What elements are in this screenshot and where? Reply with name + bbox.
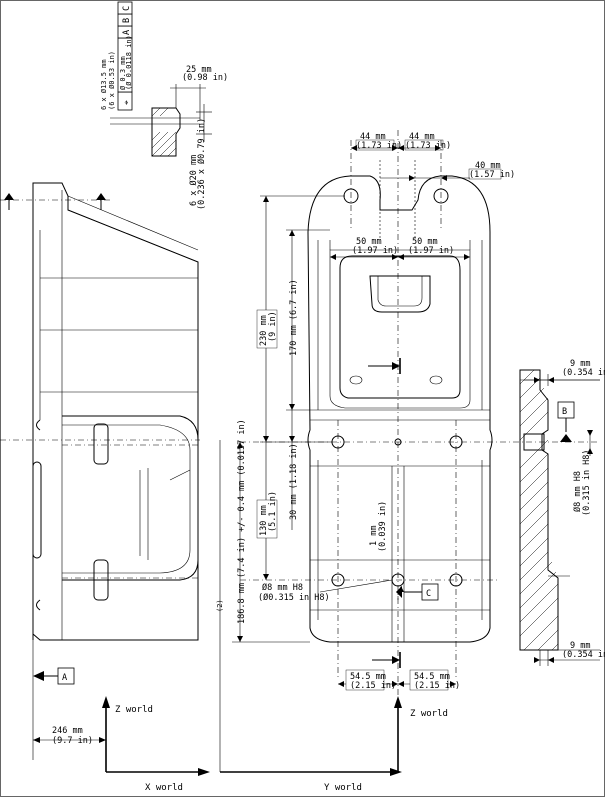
svg-text:6 x Ø20 mm: 6 x Ø20 mm bbox=[188, 155, 199, 206]
svg-text:C: C bbox=[426, 589, 431, 599]
svg-text:30 mm (1.18 in): 30 mm (1.18 in) bbox=[289, 443, 299, 520]
dim-230: 230 mm (9 in) bbox=[256, 309, 278, 349]
dim-545-left-mm: 54.5 mm bbox=[350, 672, 386, 682]
side-pin-dim: Ø8 mm H8 (0.315 in H8) bbox=[572, 449, 592, 516]
svg-text:(9 in): (9 in) bbox=[268, 311, 278, 342]
fcf-datum-c: C bbox=[122, 6, 132, 11]
side-bot-in: (0.354 in) bbox=[562, 650, 605, 660]
axis-y-right: Y world bbox=[324, 783, 362, 793]
pin-dia-in: (Ø0.315 in H8) bbox=[258, 592, 330, 603]
dim-1: 1 mm (0.039 in) bbox=[369, 501, 388, 552]
front-view: 44 mm (1.73 in) 44 mm (1.73 in) 40 mm (1… bbox=[219, 130, 515, 772]
dim-50-left-mm: 50 mm bbox=[356, 237, 382, 247]
dim-545-left-in: (2.15 in) bbox=[350, 681, 396, 691]
dim-44-right-mm: 44 mm bbox=[409, 132, 435, 142]
fcf-datum-b: B bbox=[122, 18, 132, 23]
svg-text:Ø8 mm H8: Ø8 mm H8 bbox=[572, 471, 583, 512]
left-axes: Z world X world bbox=[102, 696, 210, 793]
fcf-datum-a: A bbox=[122, 30, 132, 35]
side-bot-mm: 9 mm bbox=[570, 641, 590, 651]
dim-30: 30 mm (1.18 in) bbox=[289, 443, 299, 520]
bottom-dims: 54.5 mm (2.15 in) 54.5 mm (2.15 in) bbox=[338, 652, 460, 691]
dim-40-in: (1.57 in) bbox=[469, 170, 515, 180]
dim-44-right-in: (1.73 in) bbox=[405, 141, 451, 151]
cbore-dim: 6 x Ø20 mm (0.236 x Ø0.79 in) bbox=[188, 118, 207, 210]
right-axes: Z world Y world bbox=[220, 696, 448, 793]
dim-545-right-in: (2.15 in) bbox=[414, 681, 460, 691]
dim-545-right-mm: 54.5 mm bbox=[414, 672, 450, 682]
axis-z-right: Z world bbox=[410, 709, 448, 719]
note-2: (2) bbox=[216, 599, 224, 612]
holes-spec-mm: 6 x Ø13.5 mm bbox=[100, 59, 108, 110]
holes-spec-in: (6 x Ø0.53 in) bbox=[108, 51, 116, 110]
axis-z-left: Z world bbox=[115, 705, 153, 715]
svg-text:1 mm: 1 mm bbox=[369, 526, 379, 546]
dim-40-mm: 40 mm bbox=[475, 161, 501, 171]
side-top-mm: 9 mm bbox=[570, 359, 590, 369]
left-side-view: A 246 mm (9.7 in) bbox=[0, 182, 200, 760]
dim-170: 170 mm (6.7 in) bbox=[289, 279, 299, 356]
depth-dim-in: (0.98 in) bbox=[182, 73, 228, 83]
svg-text:186.8 mm (7.4 in) +/- 0.4 mm (: 186.8 mm (7.4 in) +/- 0.4 mm (0.0157 in) bbox=[237, 419, 247, 624]
position-symbol: ⌖ bbox=[122, 100, 132, 105]
axis-x-left: X world bbox=[145, 783, 183, 793]
fcf-tolerance-mm: Ø 0.3 mm bbox=[119, 56, 127, 90]
svg-text:(0.039 in): (0.039 in) bbox=[378, 501, 388, 552]
datum-a-label: A bbox=[62, 673, 67, 683]
dim-44-left-mm: 44 mm bbox=[360, 132, 386, 142]
dim-186: 186.8 mm (7.4 in) +/- 0.4 mm (0.0157 in) bbox=[237, 419, 247, 624]
fcf-tolerance-in: (Ø 0.0118 in) bbox=[125, 35, 133, 90]
dim-246-mm: 246 mm bbox=[52, 726, 83, 736]
pin-dia-mm: Ø8 mm H8 bbox=[262, 582, 303, 593]
depth-dim-mm: 25 mm bbox=[186, 65, 212, 75]
dim-50-left-in: (1.97 in) bbox=[352, 246, 398, 256]
dim-50-right-mm: 50 mm bbox=[412, 237, 438, 247]
dim-130: 130 mm (5.1 in) bbox=[256, 491, 278, 539]
svg-text:230 mm: 230 mm bbox=[259, 315, 269, 346]
datum-b-label: B bbox=[562, 407, 567, 417]
dim-246-in: (9.7 in) bbox=[52, 736, 93, 746]
svg-text:130 mm: 130 mm bbox=[259, 505, 269, 536]
svg-text:170 mm (6.7 in): 170 mm (6.7 in) bbox=[289, 279, 299, 356]
dim-50-right-in: (1.97 in) bbox=[408, 246, 454, 256]
svg-text:(5.1 in): (5.1 in) bbox=[268, 491, 278, 532]
dim-44-left-in: (1.73 in) bbox=[356, 141, 402, 151]
datum-c: C bbox=[396, 583, 439, 601]
svg-text:(2): (2) bbox=[216, 599, 224, 612]
svg-text:(0.236 x Ø0.79 in): (0.236 x Ø0.79 in) bbox=[196, 118, 207, 210]
right-section-view: 9 mm (0.354 in) 9 mm (0.354 in) B bbox=[500, 359, 605, 666]
side-top-in: (0.354 in) bbox=[562, 368, 605, 378]
counterbore-detail: 25 mm (0.98 in) bbox=[110, 65, 228, 157]
feature-control-frame: ⌖ Ø 0.3 mm (Ø 0.0118 in) A B C 6 x Ø13.5… bbox=[100, 1, 133, 111]
svg-text:(0.315 in H8): (0.315 in H8) bbox=[582, 449, 592, 516]
